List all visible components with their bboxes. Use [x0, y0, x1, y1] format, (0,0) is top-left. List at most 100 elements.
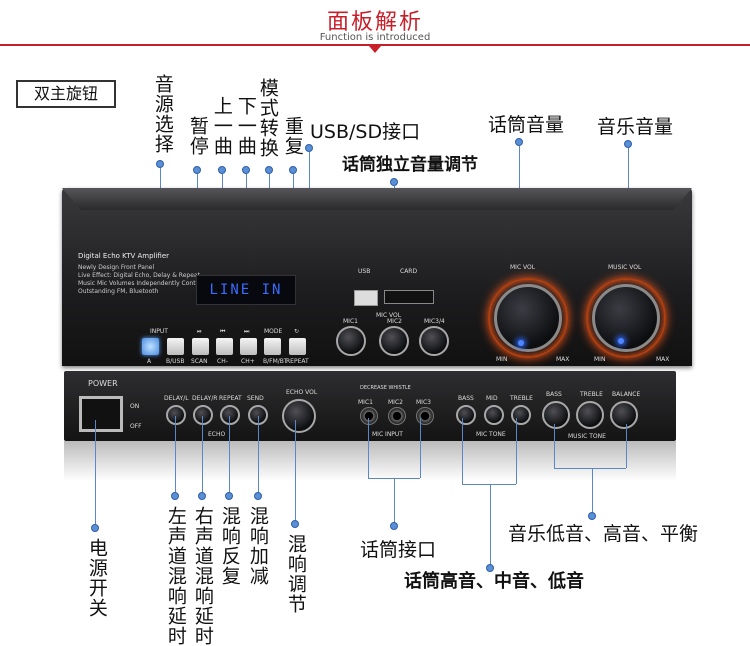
- mic-volume-led: [518, 340, 524, 346]
- prev-icon: ⏮: [220, 328, 226, 335]
- brand-line: Digital Echo KTV Amplifier: [78, 252, 170, 260]
- mic-input-jack-2[interactable]: [388, 407, 406, 425]
- usb-port[interactable]: [354, 290, 378, 306]
- music-treble-knob[interactable]: [576, 401, 604, 429]
- send-label: SEND: [247, 395, 264, 402]
- amplifier-top-panel: Digital Echo KTV Amplifier Newly Design …: [62, 188, 692, 366]
- power-off-label: OFF: [130, 423, 142, 430]
- label-delay-right: 右声道混响延时: [191, 506, 214, 646]
- sd-card-slot[interactable]: [384, 290, 434, 304]
- mic-input1-label: MIC1: [358, 399, 373, 406]
- mic-mid-knob[interactable]: [484, 405, 504, 425]
- header-pointer: [369, 46, 381, 53]
- label-echo-adjust: 混响调节: [284, 534, 307, 614]
- panel-reflection: [64, 441, 676, 481]
- mic-treble-label: TREBLE: [510, 395, 533, 402]
- echo-repeat-knob[interactable]: [220, 405, 240, 425]
- repeat-button[interactable]: [289, 338, 306, 355]
- header-divider: [0, 44, 750, 46]
- page-title: 面板解析: [326, 10, 423, 35]
- connector-line: [626, 424, 627, 468]
- connector-dot: [305, 144, 313, 152]
- label-next: 下一曲: [234, 96, 257, 156]
- mic-volume-knob[interactable]: [494, 284, 562, 352]
- music-volume-knob[interactable]: [592, 284, 660, 352]
- echo-volume-knob[interactable]: [282, 399, 316, 433]
- music-bass-knob[interactable]: [542, 401, 570, 429]
- music-min-label: MIN: [594, 356, 606, 363]
- music-volume-knob-ring: [586, 278, 666, 358]
- mic-input3-label: MIC3: [416, 399, 431, 406]
- connector-line: [516, 418, 517, 484]
- label-mic-volume: 话筒音量: [488, 114, 565, 136]
- music-max-label: MAX: [656, 356, 670, 363]
- connector-dot: [254, 492, 262, 500]
- label-echo-decay: 混响加减: [246, 506, 269, 586]
- button-label-repeat: REPEAT: [286, 358, 309, 365]
- feature-2: Live Effect: Digital Echo, Delay & Repea…: [78, 272, 200, 279]
- connector-dot: [486, 564, 494, 572]
- connector-dot: [193, 166, 201, 174]
- connector-dot: [242, 166, 250, 174]
- card-label: CARD: [400, 268, 418, 275]
- feature-4: Outstanding FM, Bluetooth: [78, 288, 159, 295]
- mic-input2-label: MIC2: [388, 399, 403, 406]
- mic-mid-label: MID: [486, 395, 498, 402]
- input-a-button[interactable]: [142, 338, 159, 355]
- mic-volume-knob-ring: [488, 278, 568, 358]
- button-label-a: A: [147, 358, 152, 365]
- mic1-volume-knob[interactable]: [336, 326, 366, 356]
- mic-min-label: MIN: [496, 356, 508, 363]
- repeat-label: REPEAT: [219, 395, 242, 402]
- delay-r-label: DELAY/R: [192, 395, 218, 402]
- button-label-ch-minus: CH-: [217, 358, 228, 365]
- mic-treble-knob[interactable]: [511, 405, 531, 425]
- music-vol-knob-label: MUSIC VOL: [608, 264, 642, 271]
- music-bass-label: BASS: [546, 391, 562, 398]
- button-label-mode: B/FM/BT: [263, 358, 288, 365]
- connector-dot: [624, 140, 632, 148]
- label-echo-repeat: 混响反复: [218, 506, 241, 586]
- label-prev: 上一曲: [210, 96, 233, 156]
- music-balance-knob[interactable]: [610, 401, 638, 429]
- power-switch[interactable]: [79, 396, 123, 432]
- echo-vol-label: ECHO VOL: [286, 389, 318, 396]
- connector-line: [592, 468, 593, 516]
- connector-dot: [515, 138, 523, 146]
- label-pause: 暂停: [186, 116, 209, 156]
- power-on-label: ON: [130, 403, 140, 410]
- connector-dot: [225, 492, 233, 500]
- input-label: INPUT: [150, 328, 168, 335]
- mic-bass-knob[interactable]: [456, 405, 476, 425]
- connector-dot: [156, 160, 164, 168]
- mic1-knob-label: MIC1: [343, 318, 358, 325]
- connector-dot: [588, 512, 596, 520]
- pause-scan-button[interactable]: [192, 338, 209, 355]
- label-input-select: 音源选择: [151, 74, 174, 154]
- connector-line: [202, 416, 203, 496]
- decrease-whistle-label: DECREASE WHISTLE: [360, 385, 411, 391]
- connector-line: [175, 416, 176, 496]
- connector-line: [295, 420, 296, 522]
- feature-1: Newly Design Front Panel: [78, 264, 155, 271]
- mic2-volume-knob[interactable]: [379, 326, 409, 356]
- connector-dot: [390, 178, 398, 186]
- delay-right-knob[interactable]: [193, 405, 213, 425]
- mode-button[interactable]: [264, 338, 281, 355]
- label-mic-jack: 话筒接口: [360, 539, 437, 561]
- input-b-button[interactable]: [167, 338, 184, 355]
- next-button[interactable]: [240, 338, 257, 355]
- label-music-volume: 音乐音量: [597, 116, 674, 138]
- connector-dot: [291, 520, 299, 528]
- connector-line: [258, 416, 259, 496]
- connector-dot: [218, 166, 226, 174]
- mic-input-jack-1[interactable]: [360, 407, 378, 425]
- mic34-volume-knob[interactable]: [419, 326, 449, 356]
- button-label-ch-plus: CH+: [241, 358, 255, 365]
- prev-button[interactable]: [216, 338, 233, 355]
- usb-label: USB: [358, 268, 371, 275]
- page-subtitle: Function is introduced: [319, 32, 431, 43]
- connector-line: [95, 420, 96, 526]
- mic-input-jack-3[interactable]: [416, 407, 434, 425]
- delay-left-knob[interactable]: [166, 405, 186, 425]
